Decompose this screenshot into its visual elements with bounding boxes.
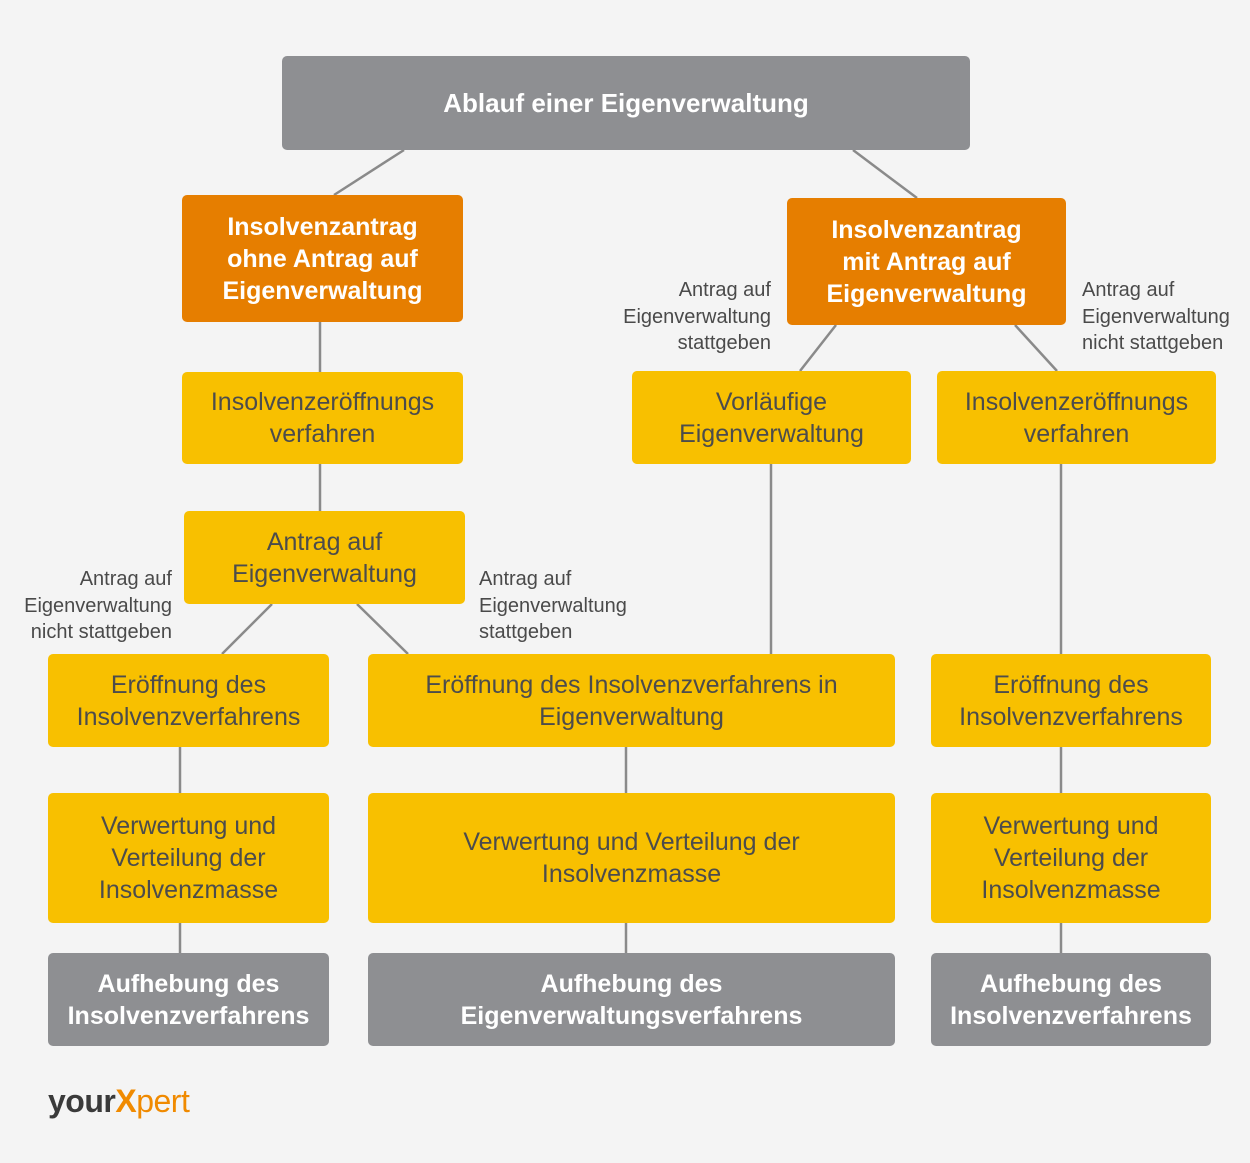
col1-opening: Eröffnung des Insolvenzverfahrens	[48, 654, 329, 747]
logo-part-your: your	[48, 1083, 116, 1119]
middle-realization-text: Verwertung und Verteilung der Insolvenzm…	[463, 828, 800, 888]
label-left-granted: Antrag auf Eigenverwaltung stattgeben	[479, 568, 627, 643]
middle-termination: Aufhebung des Eigenverwaltungsverfahrens	[368, 953, 895, 1046]
connector	[333, 148, 405, 197]
connector	[356, 603, 409, 655]
diagram-title: Ablauf einer Eigenverwaltung	[282, 56, 970, 150]
col1-termination: Aufhebung des Insolvenzverfahrens	[48, 953, 329, 1046]
right-branch-heading-text: Insolvenzantrag mit Antrag auf Eigenverw…	[826, 215, 1027, 308]
left-branch-heading: Insolvenzantrag ohne Antrag auf Eigenver…	[182, 195, 463, 322]
col1-realization: Verwertung und Verteilung der Insolvenzm…	[48, 793, 329, 923]
col3-termination: Aufhebung des Insolvenzverfahrens	[931, 953, 1211, 1046]
col3-opening: Eröffnung des Insolvenzverfahrens	[931, 654, 1211, 747]
left-step-application: Antrag auf Eigenverwaltung	[184, 511, 465, 604]
connector	[221, 603, 273, 655]
middle-opening-text: Eröffnung des Insolvenzverfahrens in Eig…	[425, 670, 838, 731]
label-right-not-granted: Antrag auf Eigenverwaltung nicht stattge…	[1082, 279, 1230, 354]
logo-part-x: X	[115, 1083, 137, 1119]
label-left-not-granted: Antrag auf Eigenverwaltung nicht stattge…	[24, 568, 172, 643]
left-step-opening-procedure-text: Insolvenzeröffnungs verfahren	[210, 388, 435, 448]
left-step-opening-procedure: Insolvenzeröffnungs verfahren	[182, 372, 463, 464]
col1-opening-text: Eröffnung des Insolvenzverfahrens	[76, 670, 301, 731]
right-preliminary-text: Vorläufige Eigenverwaltung	[679, 387, 864, 448]
diagram-title-text: Ablauf einer Eigenverwaltung	[443, 88, 809, 118]
connector	[799, 324, 837, 372]
right-opening-procedure: Insolvenzeröffnungs verfahren	[937, 371, 1216, 464]
middle-termination-text: Aufhebung des Eigenverwaltungsverfahrens	[460, 969, 803, 1030]
connector	[1014, 324, 1058, 372]
right-opening-procedure-text: Insolvenzeröffnungs verfahren	[964, 387, 1189, 448]
right-preliminary: Vorläufige Eigenverwaltung	[632, 371, 911, 464]
col3-realization: Verwertung und Verteilung der Insolvenzm…	[931, 793, 1211, 923]
col3-opening-text: Eröffnung des Insolvenzverfahrens	[959, 670, 1183, 731]
col1-termination-text: Aufhebung des Insolvenzverfahrens	[67, 969, 310, 1030]
label-right-granted: Antrag auf Eigenverwaltung stattgeben	[623, 279, 771, 354]
col3-termination-text: Aufhebung des Insolvenzverfahrens	[950, 969, 1192, 1030]
middle-realization: Verwertung und Verteilung der Insolvenzm…	[368, 793, 895, 923]
right-branch-heading: Insolvenzantrag mit Antrag auf Eigenverw…	[787, 198, 1066, 325]
left-step-application-text: Antrag auf Eigenverwaltung	[232, 527, 417, 588]
connector	[852, 149, 918, 199]
yourxpert-logo: yourXpert	[48, 1083, 190, 1120]
left-branch-heading-text: Insolvenzantrag ohne Antrag auf Eigenver…	[222, 212, 423, 305]
col1-realization-text: Verwertung und Verteilung der Insolvenzm…	[98, 812, 279, 904]
logo-part-pert: pert	[136, 1083, 190, 1119]
col3-realization-text: Verwertung und Verteilung der Insolvenzm…	[981, 812, 1161, 904]
middle-opening: Eröffnung des Insolvenzverfahrens in Eig…	[368, 654, 895, 747]
